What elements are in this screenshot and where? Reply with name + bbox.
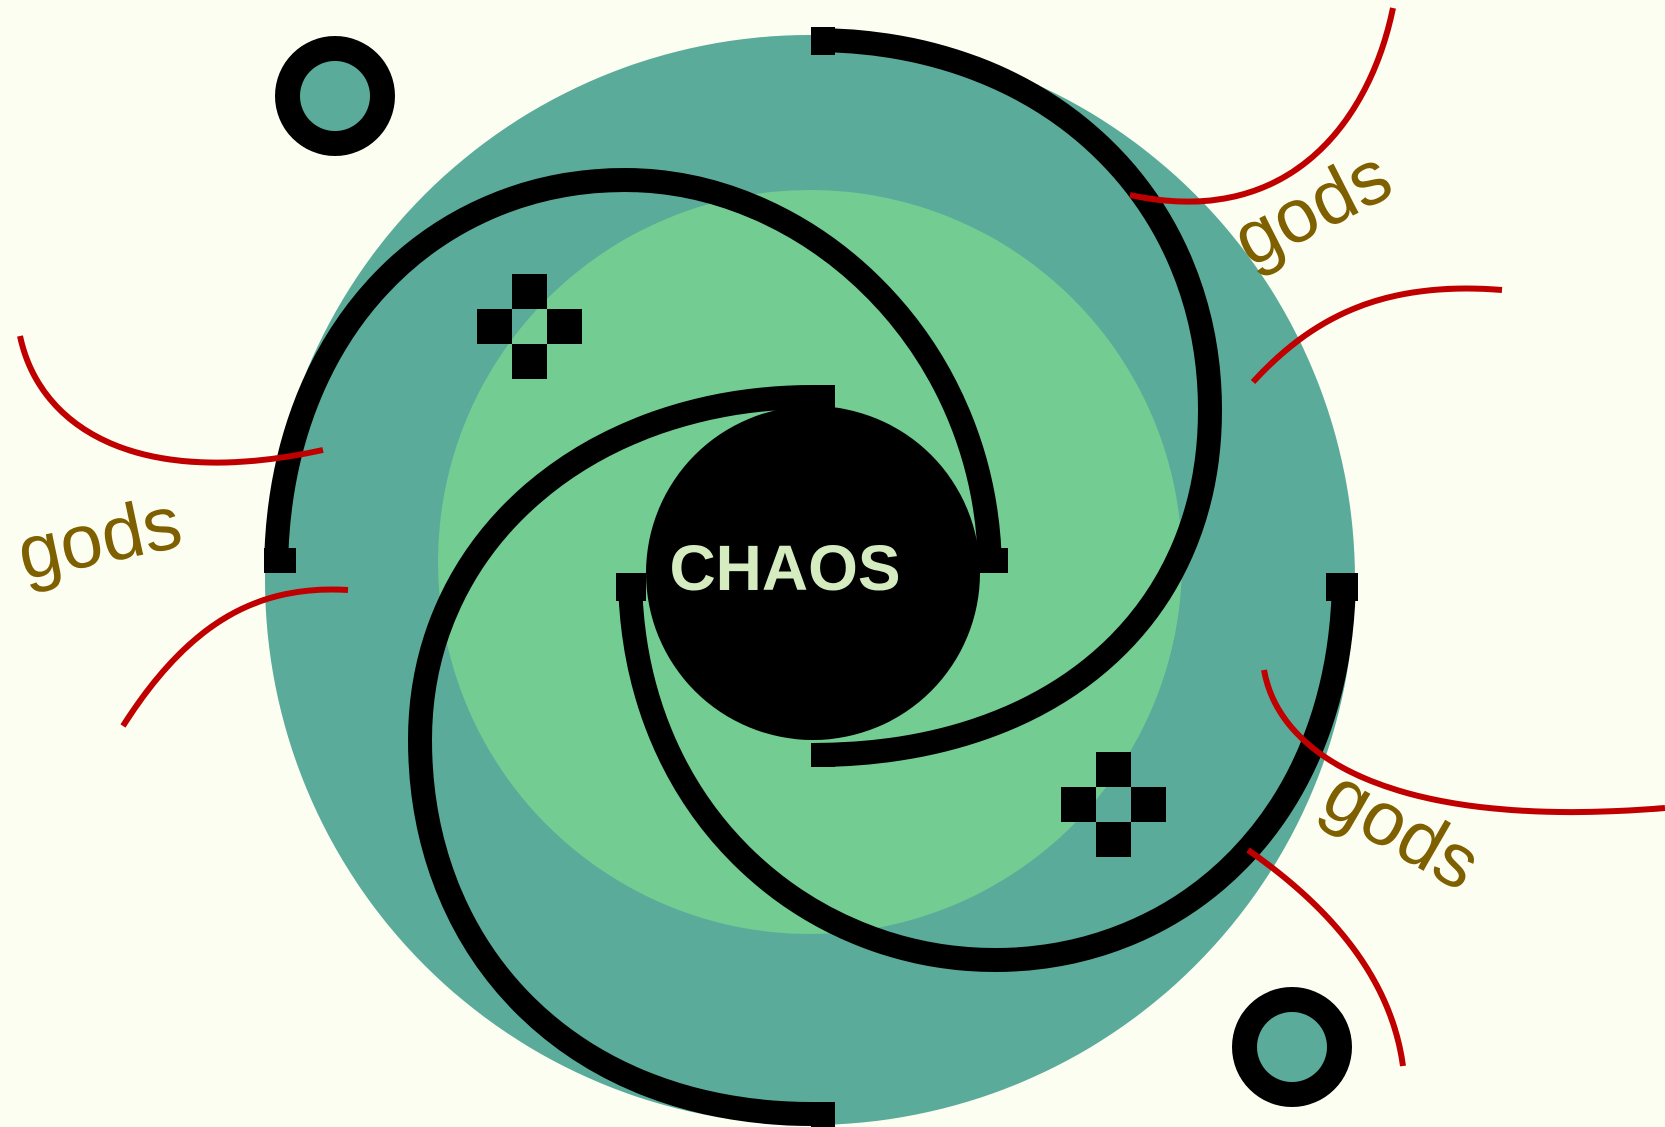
arm-cap (811, 743, 835, 767)
arm-cap (976, 548, 1008, 573)
arm-cap (811, 27, 835, 55)
center-label: CHAOS (669, 532, 900, 604)
tendril (20, 336, 323, 463)
arm-cap (811, 385, 835, 409)
arm-cap (616, 573, 646, 601)
arm-cap (264, 548, 296, 573)
arm-cap (1326, 573, 1358, 601)
ring-bottom-right (1232, 987, 1352, 1107)
gods-label-lower-right: gods (1310, 751, 1495, 907)
arm-cap (811, 1102, 835, 1127)
gods-label-left: gods (10, 479, 189, 596)
ring-top-left (275, 36, 395, 156)
